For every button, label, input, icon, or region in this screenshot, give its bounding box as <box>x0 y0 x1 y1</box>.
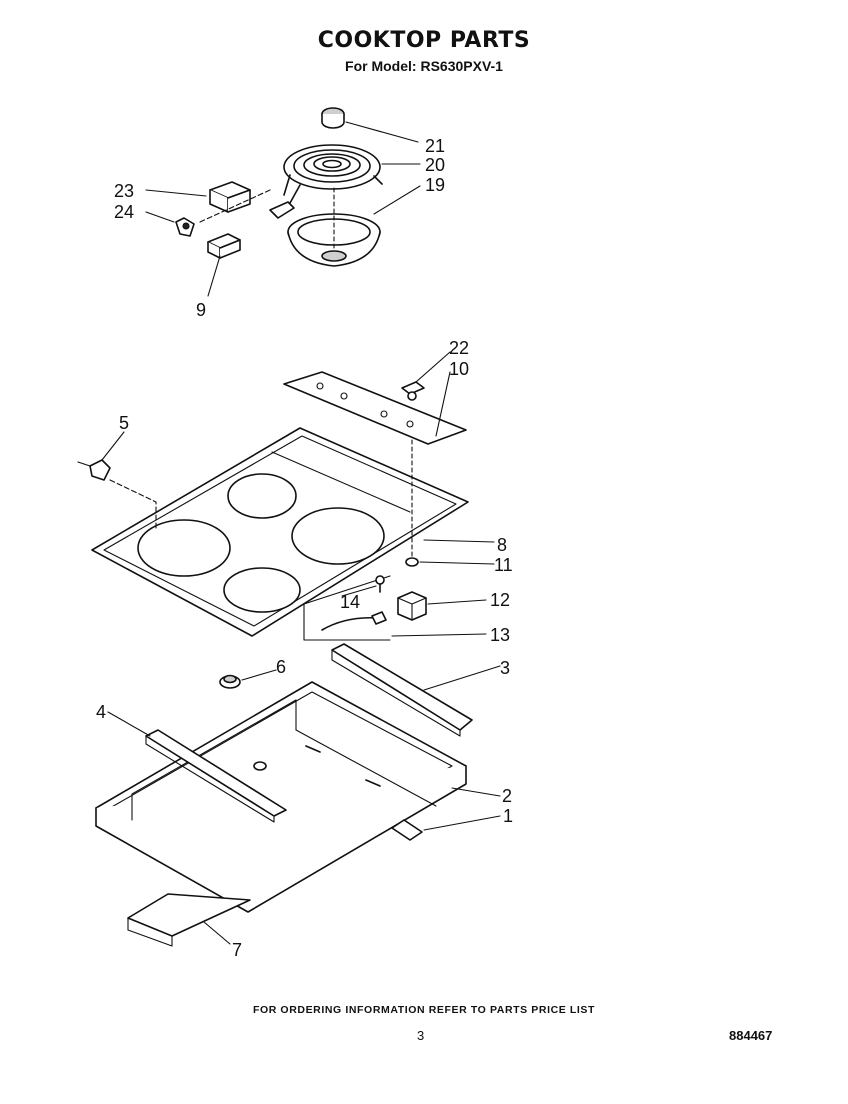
callout-5: 5 <box>119 413 129 433</box>
part-6-grommet <box>219 674 241 689</box>
part-10-control-panel-strip <box>283 371 467 445</box>
callout-8: 8 <box>497 535 507 555</box>
part-24-receptacle <box>175 217 195 237</box>
callout-22: 22 <box>449 338 469 358</box>
model-subtitle: For Model: RS630PXV-1 <box>345 58 503 74</box>
part-2-burner-box <box>95 681 467 913</box>
part-1-front-bracket <box>391 819 423 841</box>
callout-20: 20 <box>425 155 445 175</box>
callout-10: 10 <box>449 359 469 379</box>
part-12-switch <box>397 591 427 621</box>
part-23-receptacle-bracket <box>209 181 251 213</box>
part-7-side-rail <box>127 893 251 947</box>
callout-1: 1 <box>503 806 513 826</box>
part-5-clip <box>77 459 111 481</box>
part-3-rear-bracket <box>331 643 473 737</box>
callout-9: 9 <box>196 300 206 320</box>
part-22-knob <box>401 381 425 401</box>
part-4-crossbar <box>145 729 287 823</box>
callout-19: 19 <box>425 175 445 195</box>
callout-21: 21 <box>425 136 445 156</box>
part-14-screw <box>375 575 385 593</box>
document-number: 884467 <box>729 1028 773 1043</box>
part-13-bracket-group <box>303 575 391 641</box>
callout-23: 23 <box>114 181 134 201</box>
callout-13: 13 <box>490 625 510 645</box>
callout-14: 14 <box>340 592 360 612</box>
callout-24: 24 <box>114 202 134 222</box>
page-title: COOKTOP PARTS <box>317 28 531 53</box>
callout-4: 4 <box>96 702 106 722</box>
ordering-note: FOR ORDERING INFORMATION REFER TO PARTS … <box>252 1004 596 1016</box>
page-number: 3 <box>417 1028 425 1043</box>
callout-2: 2 <box>502 786 512 806</box>
part-8-cooktop-glass <box>91 427 469 637</box>
callout-6: 6 <box>276 657 286 677</box>
leader-lines <box>101 121 501 945</box>
callout-11: 11 <box>494 555 513 575</box>
callout-3: 3 <box>500 658 510 678</box>
part-11-washer <box>405 557 419 567</box>
part-20-surface-element <box>269 144 383 219</box>
part-21-knob-cap <box>321 107 345 129</box>
callout-7: 7 <box>232 940 242 960</box>
part-9-terminal-block <box>207 233 241 259</box>
callout-12: 12 <box>490 590 510 610</box>
